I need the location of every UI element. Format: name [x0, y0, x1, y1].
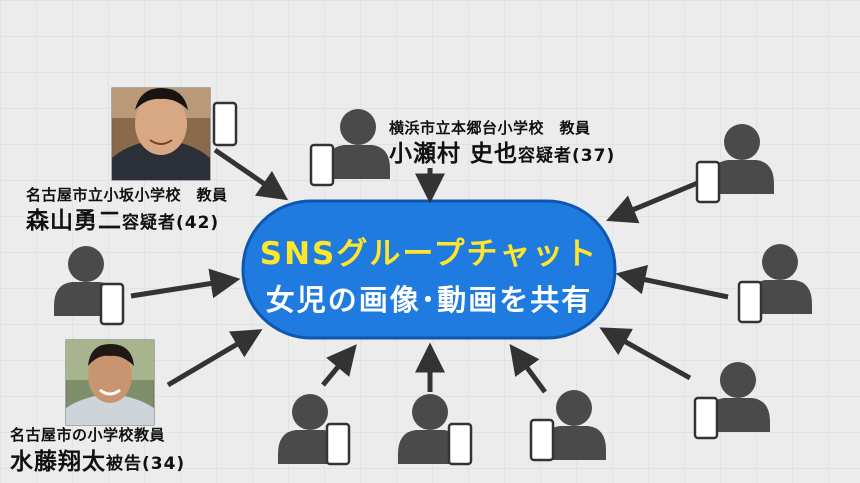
chat-group-subtitle: 女児の画像･動画を共有 — [265, 283, 593, 317]
arrow-moriyama — [213, 147, 289, 201]
photo-moriyama — [111, 87, 211, 181]
person-icon-bottom-3 — [529, 390, 606, 462]
arrows — [130, 147, 729, 394]
person-icon-right-low — [693, 362, 770, 440]
arrow-bottom-3 — [509, 343, 548, 394]
photo-mizufuji — [65, 339, 155, 426]
mizufuji-name-line: 水藤翔太被告(34) — [10, 449, 185, 475]
arrow-bottom-1 — [321, 344, 357, 387]
phone-icons — [212, 101, 238, 147]
arrow-mizufuji — [166, 329, 263, 388]
arrow-right-low — [599, 327, 692, 381]
yokohama-name-line: 小瀬村 史也容疑者(37) — [389, 141, 615, 167]
chat-group-title: SNSグループチャット — [259, 236, 599, 272]
arrow-left-mid — [130, 268, 241, 299]
moriyama-name: 森山勇二 — [26, 208, 122, 234]
yokohama-name: 小瀬村 史也 — [389, 141, 519, 167]
mizufuji-name: 水藤翔太 — [10, 449, 106, 475]
yokohama-affiliation: 横浜市立本郷台小学校 教員 — [389, 119, 591, 137]
person-icon-yokohama — [309, 109, 390, 187]
moriyama-status: 容疑者(42) — [122, 213, 220, 233]
person-icon-bottom-1 — [278, 394, 351, 466]
moriyama-name-line: 森山勇二容疑者(42) — [26, 208, 219, 234]
arrow-right-top — [606, 179, 701, 224]
mizufuji-affiliation: 名古屋市の小学校教員 — [10, 426, 166, 444]
mizufuji-status: 被告(34) — [106, 454, 186, 474]
person-icon-left-mid — [54, 246, 125, 326]
person-icon-right-top — [695, 124, 774, 204]
yokohama-status: 容疑者(37) — [518, 146, 616, 166]
moriyama-affiliation: 名古屋市立小坂小学校 教員 — [26, 186, 228, 204]
phone-icon-moriyama — [212, 101, 238, 147]
arrow-right-mid — [615, 264, 729, 300]
person-icon-right-mid — [737, 244, 812, 324]
person-icon-bottom-2 — [398, 394, 473, 466]
